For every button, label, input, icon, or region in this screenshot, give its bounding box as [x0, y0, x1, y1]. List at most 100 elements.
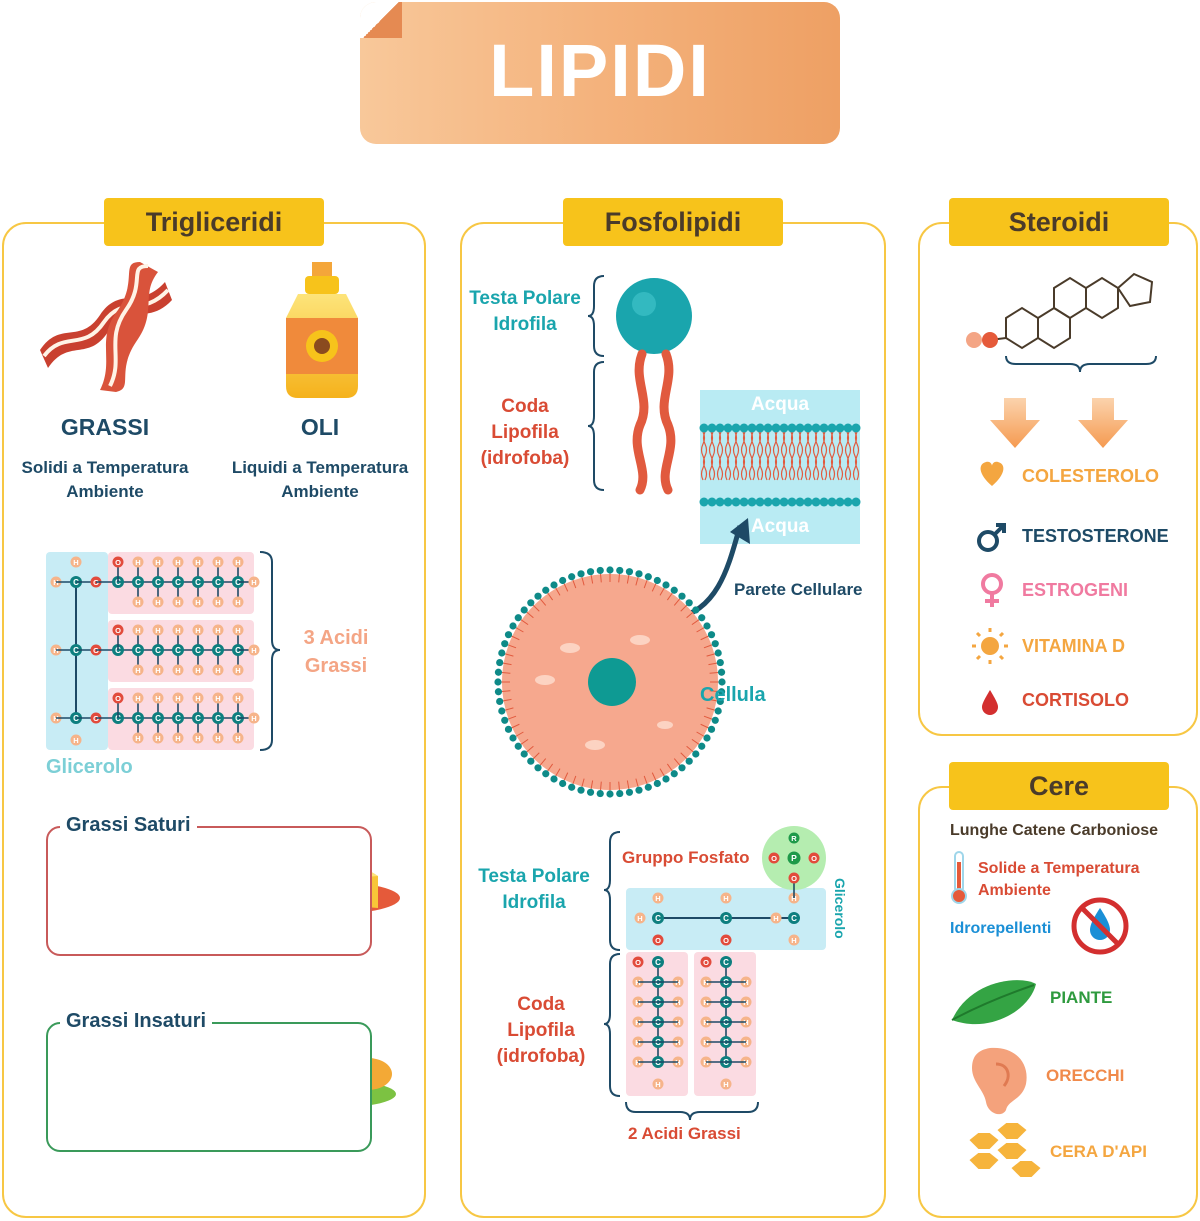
atom-h: H — [248, 712, 260, 724]
tab-cere: Cere — [949, 762, 1169, 810]
saturi-label: Grassi Saturi — [60, 814, 197, 837]
atom-o: O — [700, 956, 712, 968]
atom-symbol: R — [791, 834, 797, 843]
atom-symbol: H — [135, 694, 140, 703]
atom-symbol: O — [115, 558, 121, 567]
atom-h: H — [172, 692, 184, 704]
atom-h: H — [212, 556, 224, 568]
atom-symbol: O — [791, 874, 797, 883]
atom-h: H — [192, 732, 204, 744]
atom-symbol: C — [175, 578, 181, 587]
atom-c: C — [192, 712, 204, 724]
atom-c: C — [720, 912, 732, 924]
atom-symbol: C — [215, 646, 221, 655]
atom-symbol: H — [175, 598, 180, 607]
atom-symbol: H — [235, 626, 240, 635]
atom-h: H — [132, 556, 144, 568]
atom-symbol: H — [251, 578, 256, 587]
atom-symbol: C — [115, 646, 121, 655]
idrorepellenti-label: Idrorepellenti — [950, 920, 1052, 937]
atom-c: C — [192, 576, 204, 588]
atom-c: C — [212, 712, 224, 724]
atom-h: H — [70, 734, 82, 746]
atom-symbol: H — [251, 714, 256, 723]
atom-symbol: H — [135, 598, 140, 607]
atom-symbol: C — [215, 714, 221, 723]
atom-h: H — [770, 912, 782, 924]
atom-h: H — [172, 624, 184, 636]
atom-symbol: C — [215, 578, 221, 587]
atom-symbol: C — [195, 714, 201, 723]
atom-symbol: H — [73, 736, 78, 745]
atom-h: H — [152, 732, 164, 744]
fatty-acid-bracket — [259, 551, 281, 751]
atom-symbol: H — [773, 914, 778, 923]
atom-h: H — [192, 692, 204, 704]
atom-h: H — [172, 732, 184, 744]
acidi-grassi-label: 3 Acidi Grassi — [303, 627, 369, 677]
atom-c: C — [172, 576, 184, 588]
atom-o: O — [788, 872, 800, 884]
acqua-bottom-label: Acqua — [750, 516, 810, 537]
atom-h: H — [212, 664, 224, 676]
no-water-icon — [1071, 897, 1129, 955]
atom-h: H — [152, 692, 164, 704]
atom-symbol: C — [155, 646, 161, 655]
atom-symbol: H — [175, 666, 180, 675]
atom-symbol: O — [771, 854, 777, 863]
atom-symbol: C — [175, 714, 181, 723]
atom-h: H — [232, 556, 244, 568]
atom-symbol: H — [195, 666, 200, 675]
atom-h: H — [152, 596, 164, 608]
atom-symbol: C — [175, 646, 181, 655]
atom-h: H — [652, 1078, 664, 1090]
panel-steroidi — [918, 222, 1198, 736]
atom-symbol: O — [115, 626, 121, 635]
coda-lipofila-label-2: Coda Lipofila (idrofoba) — [496, 994, 586, 1067]
atom-o: O — [632, 956, 644, 968]
honeycomb-icon — [966, 1121, 1044, 1179]
catene-label: Lunghe Catene Carboniose — [950, 822, 1159, 839]
testa-polare-label: Testa Polare Idrofila — [469, 288, 581, 335]
grassi-title: GRASSI — [60, 414, 150, 440]
solide-label: Solide a Temperatura Ambiente — [978, 860, 1140, 899]
tab-steroidi: Steroidi — [949, 198, 1169, 246]
atom-symbol: C — [135, 714, 141, 723]
atom-h: H — [152, 556, 164, 568]
atom-h: H — [192, 664, 204, 676]
atom-symbol: H — [655, 1080, 660, 1089]
atom-symbol: O — [655, 936, 661, 945]
atom-symbol: C — [723, 914, 729, 923]
down-arrow-icon — [990, 398, 1128, 448]
atom-c: C — [172, 644, 184, 656]
atom-o: O — [768, 852, 780, 864]
atom-o: O — [112, 624, 124, 636]
atom-symbol: H — [235, 734, 240, 743]
atom-symbol: H — [175, 694, 180, 703]
atom-h: H — [232, 692, 244, 704]
atom-h: H — [212, 596, 224, 608]
atom-symbol: C — [155, 714, 161, 723]
atom-h: H — [192, 556, 204, 568]
atom-o: O — [720, 934, 732, 946]
atom-symbol: C — [655, 958, 661, 967]
cere-item-orecchi: ORECCHI — [1046, 1066, 1125, 1085]
atom-symbol: H — [637, 914, 642, 923]
atom-symbol: H — [135, 666, 140, 675]
atom-c: C — [788, 912, 800, 924]
atom-c: C — [152, 644, 164, 656]
gruppo-fosfato-label: Gruppo Fosfato — [622, 848, 750, 867]
thermometer-icon — [951, 851, 967, 904]
atom-symbol: H — [723, 894, 728, 903]
atom-symbol: H — [215, 626, 220, 635]
acqua-top-label: Acqua — [750, 394, 810, 415]
atom-symbol: H — [195, 626, 200, 635]
atom-h: H — [132, 624, 144, 636]
atom-symbol: C — [115, 578, 121, 587]
atom-symbol: H — [195, 598, 200, 607]
atom-h: H — [720, 892, 732, 904]
atom-symbol: H — [251, 646, 256, 655]
atom-h: H — [70, 556, 82, 568]
atom-h: H — [192, 596, 204, 608]
atom-h: H — [720, 1078, 732, 1090]
